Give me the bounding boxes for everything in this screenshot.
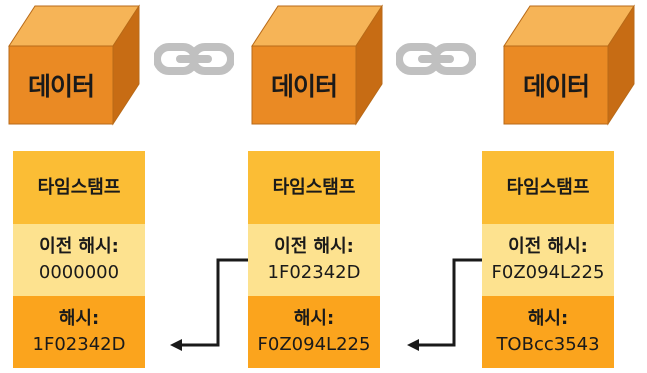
previous-hash-value: 0000000 [38, 262, 120, 283]
previous-hash-label: 이전 해시: [274, 236, 354, 257]
timestamp-row: 타임스탬프 [13, 151, 145, 224]
connector-arrow-3-to-2 [417, 258, 482, 347]
arrowhead-2-to-1 [170, 339, 182, 351]
block-1: 타임스탬프 이전 해시: 0000000 해시: 1F02342D [13, 151, 145, 368]
chain-link-icon [154, 43, 234, 75]
timestamp-label: 타임스탬프 [37, 176, 121, 198]
chain-link-icon [396, 43, 476, 75]
hash-row: 해시: 1F02342D [13, 296, 145, 368]
previous-hash-row: 이전 해시: 1F02342D [248, 224, 380, 296]
block-3: 타임스탬프 이전 해시: F0Z094L225 해시: TOBcc3543 [482, 151, 614, 368]
data-cube-2: 데이터 [251, 4, 383, 126]
hash-label: 해시: [527, 308, 569, 329]
timestamp-row: 타임스탬프 [248, 151, 380, 224]
previous-hash-row: 이전 해시: F0Z094L225 [482, 224, 614, 296]
previous-hash-value: F0Z094L225 [491, 262, 605, 283]
hash-label: 해시: [58, 308, 100, 329]
hash-value: F0Z094L225 [257, 334, 371, 355]
cube-3-label: 데이터 [522, 72, 590, 101]
previous-hash-label: 이전 해시: [39, 236, 119, 257]
cube-2-label: 데이터 [270, 72, 338, 101]
hash-value: 1F02342D [32, 334, 126, 355]
previous-hash-row: 이전 해시: 0000000 [13, 224, 145, 296]
timestamp-row: 타임스탬프 [482, 151, 614, 224]
cube-2-shape [251, 4, 383, 126]
cube-1-shape [8, 4, 140, 126]
previous-hash-label: 이전 해시: [508, 236, 588, 257]
data-cube-3: 데이터 [503, 4, 635, 126]
hash-row: 해시: TOBcc3543 [482, 296, 614, 368]
hash-value: TOBcc3543 [496, 334, 600, 355]
timestamp-label: 타임스탬프 [506, 176, 590, 198]
timestamp-label: 타임스탬프 [272, 176, 356, 198]
previous-hash-value: 1F02342D [267, 262, 361, 283]
cube-3-shape [503, 4, 635, 126]
block-2: 타임스탬프 이전 해시: 1F02342D 해시: F0Z094L225 [248, 151, 380, 368]
connector-arrow-2-to-1 [180, 258, 248, 347]
arrowhead-3-to-2 [407, 339, 419, 351]
hash-label: 해시: [293, 308, 335, 329]
cube-1-label: 데이터 [27, 72, 95, 101]
data-cube-1: 데이터 [8, 4, 140, 126]
hash-row: 해시: F0Z094L225 [248, 296, 380, 368]
